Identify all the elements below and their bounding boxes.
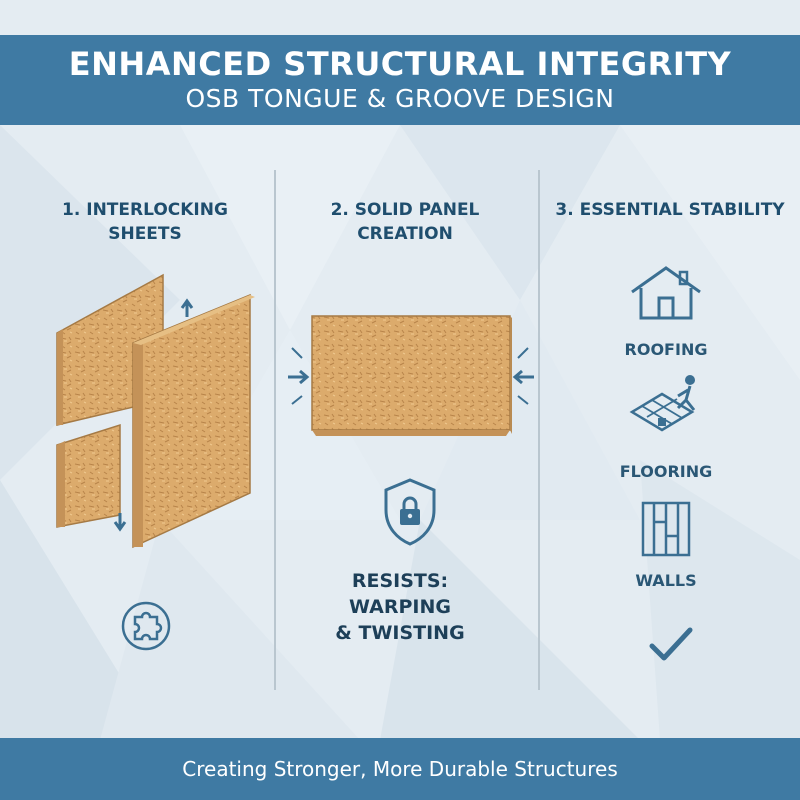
puzzle-icon: [121, 601, 171, 651]
shield-lock-icon: [384, 478, 436, 546]
column-title-line: 2. SOLID PANEL: [330, 200, 480, 220]
column-title-line: 1. INTERLOCKING: [62, 200, 228, 220]
house-icon: [631, 266, 701, 320]
column-title-stability: 3. ESSENTIAL STABILITY: [540, 198, 800, 222]
column-title-interlocking: 1. INTERLOCKING SHEETS: [15, 198, 275, 246]
footer-text: Creating Stronger, More Durable Structur…: [182, 757, 618, 781]
page-title: ENHANCED STRUCTURAL INTEGRITY: [68, 45, 732, 83]
resists-heading: RESISTS:: [351, 570, 449, 592]
resists-item: WARPING: [349, 596, 451, 618]
checkmark-icon: [649, 627, 693, 661]
page-subtitle: OSB TONGUE & GROOVE DESIGN: [185, 84, 615, 113]
worker-flooring-icon: [629, 375, 696, 432]
label-flooring: FLOORING: [619, 462, 713, 481]
column-divider-1: [274, 170, 276, 690]
column-title-solid-panel: 2. SOLID PANEL CREATION: [275, 198, 535, 246]
wall-studs-icon: [641, 501, 691, 557]
resists-text: RESISTS: WARPING & TWISTING: [310, 568, 490, 646]
footer-banner: Creating Stronger, More Durable Structur…: [0, 738, 800, 800]
osb-panels-illustration: [56, 273, 255, 549]
resists-item: & TWISTING: [335, 622, 465, 644]
column-title-line: SHEETS: [108, 224, 182, 244]
header-banner: ENHANCED STRUCTURAL INTEGRITY OSB TONGUE…: [0, 35, 800, 125]
column-title-line: 3. ESSENTIAL STABILITY: [555, 200, 785, 220]
osb-solid-panel-illustration: [288, 315, 534, 436]
column-title-line: CREATION: [357, 224, 453, 244]
label-walls: WALLS: [635, 571, 697, 590]
column-divider-2: [538, 170, 540, 690]
label-roofing: ROOFING: [624, 340, 708, 359]
